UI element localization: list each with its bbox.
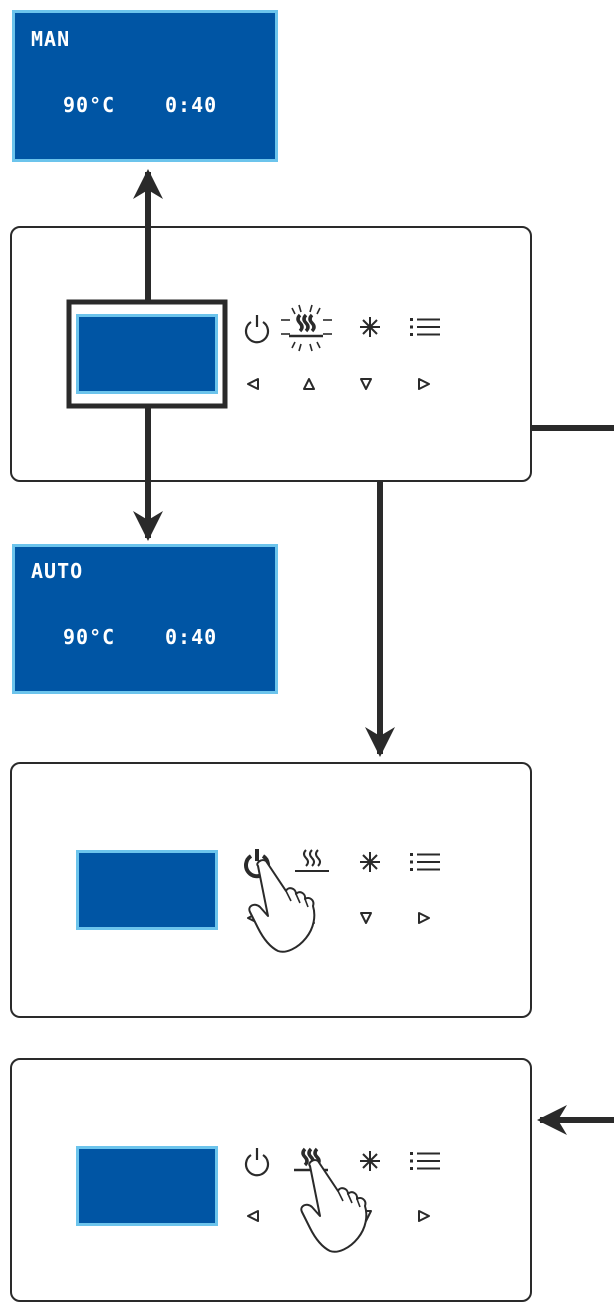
left-triangle-icon	[247, 1210, 259, 1222]
right-triangle-icon	[418, 1210, 430, 1222]
lcd-screen-manual: MAN 90°C 0:40	[12, 10, 278, 162]
panel-display[interactable]	[76, 314, 218, 394]
menu-icon	[409, 317, 441, 337]
right-triangle-icon	[418, 912, 430, 924]
pointing-hand-icon	[300, 1159, 368, 1253]
down-triangle-icon	[360, 912, 372, 924]
panel-display[interactable]	[76, 850, 218, 930]
lcd-screen-auto: AUTO 90°C 0:40	[12, 544, 278, 694]
panel-display[interactable]	[76, 1146, 218, 1226]
heater-icon	[294, 849, 330, 872]
power-icon	[244, 313, 270, 344]
sun-icon	[359, 316, 381, 338]
sun-icon	[359, 1150, 381, 1172]
display-highlight-frame	[66, 299, 228, 409]
panel-2-icons	[244, 849, 441, 953]
mode-label: AUTO	[31, 559, 84, 583]
temperature-readout: 90°C	[63, 93, 116, 117]
pointing-hand-icon	[248, 859, 316, 953]
up-triangle-icon	[303, 378, 315, 390]
power-icon	[244, 1146, 270, 1177]
right-triangle-icon	[418, 378, 430, 390]
panel-1-icons	[244, 304, 441, 390]
mode-label: MAN	[31, 27, 71, 51]
heater-icon	[287, 313, 325, 338]
down-triangle-icon	[360, 378, 372, 390]
menu-icon	[409, 1151, 441, 1171]
heater-glow-rays	[281, 304, 332, 352]
time-readout: 0:40	[165, 93, 218, 117]
time-readout: 0:40	[165, 625, 218, 649]
sun-icon	[359, 851, 381, 873]
temperature-readout: 90°C	[63, 625, 116, 649]
panel-3-icons	[244, 1146, 441, 1253]
left-triangle-icon	[247, 378, 259, 390]
menu-icon	[409, 852, 441, 872]
